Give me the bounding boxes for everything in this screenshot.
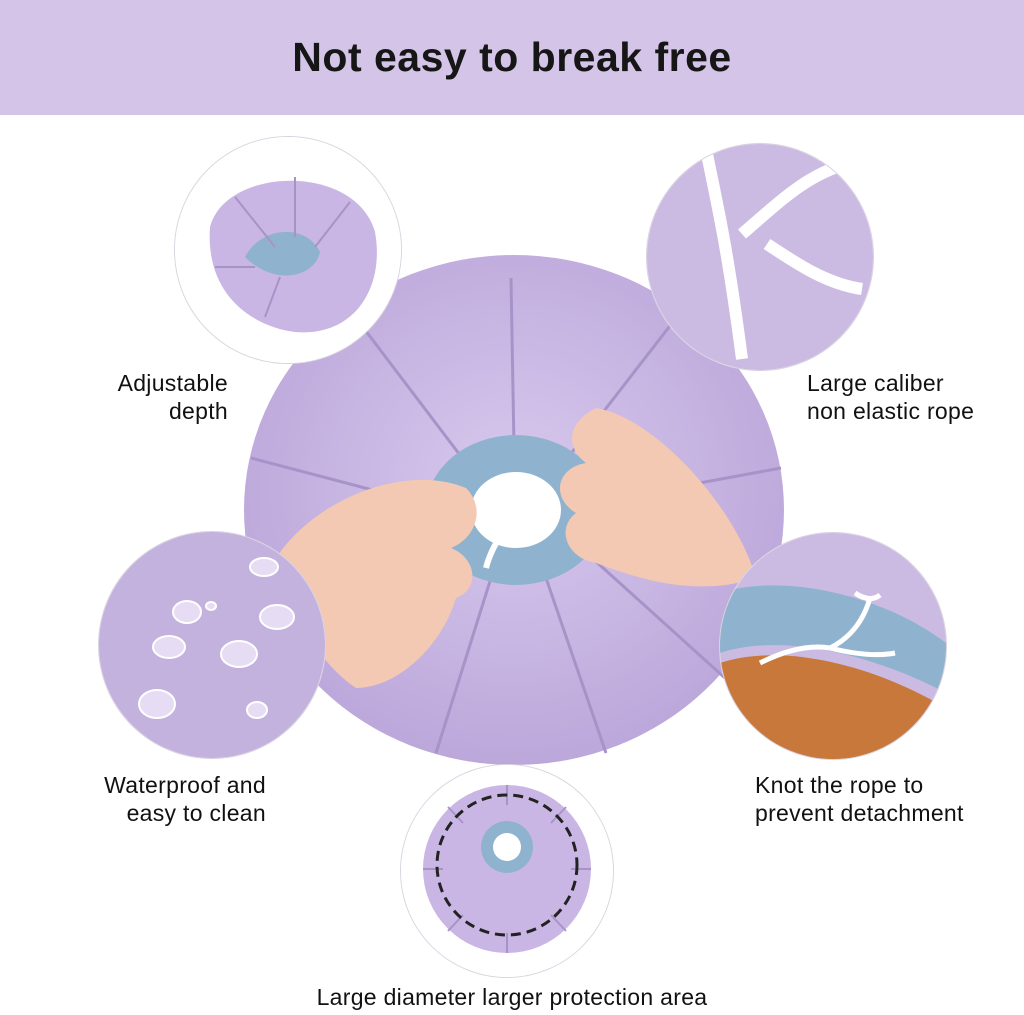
waterproof-label: Waterproof and easy to clean bbox=[104, 772, 266, 826]
adjustable-depth-image bbox=[174, 136, 402, 364]
main-product-image bbox=[236, 248, 796, 768]
page-title: Not easy to break free bbox=[292, 34, 732, 80]
knot-label: Knot the rope to prevent detachment bbox=[755, 772, 964, 826]
rope-label: Large caliber non elastic rope bbox=[807, 370, 975, 424]
rope-closeup-image bbox=[646, 143, 874, 371]
waterproof-image bbox=[98, 531, 326, 759]
protection-area-caption: Large diameter larger protection area bbox=[316, 984, 708, 1010]
title-banner: Not easy to break free bbox=[0, 0, 1024, 115]
adjustable-depth-label: Adjustable depth bbox=[117, 370, 228, 424]
diameter-image bbox=[400, 764, 614, 978]
knot-rope-image bbox=[719, 532, 947, 760]
